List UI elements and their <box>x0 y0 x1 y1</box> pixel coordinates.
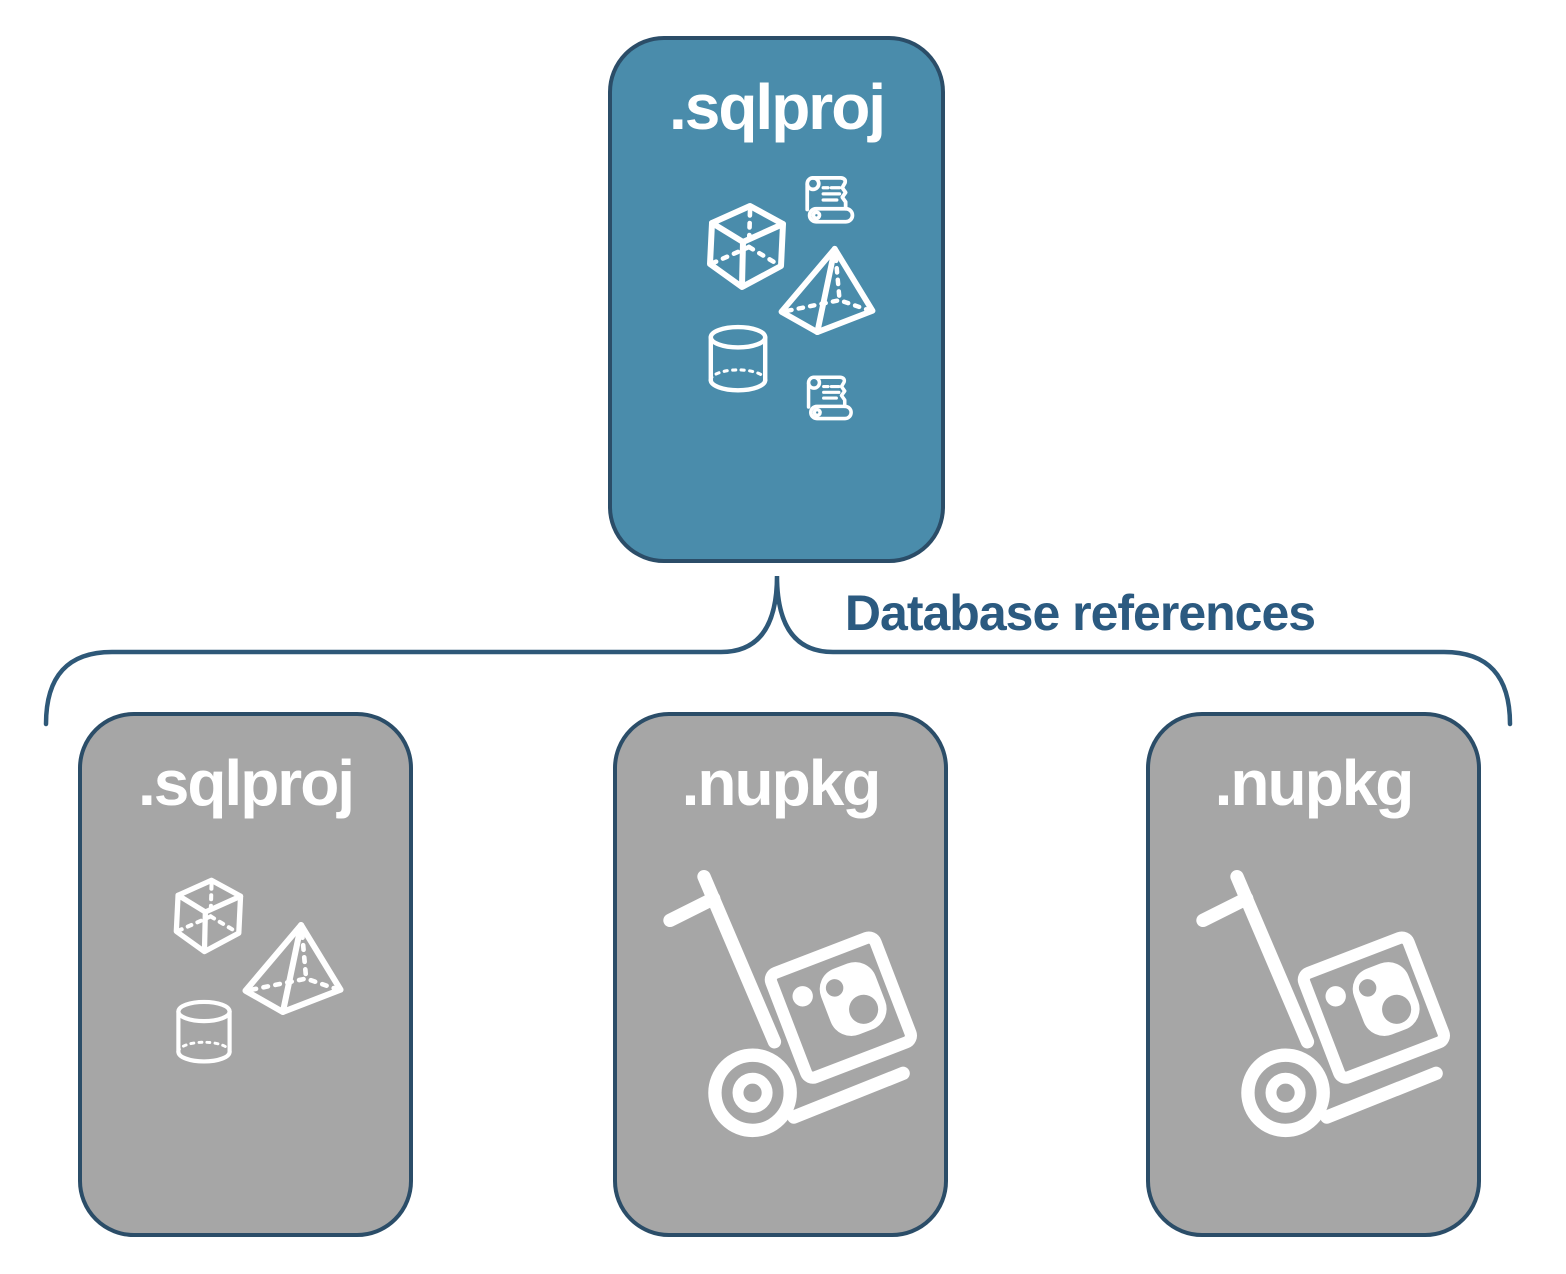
package-hand-truck-icon <box>1186 862 1458 1190</box>
database-cylinder-icon <box>704 318 772 400</box>
script-scroll-icon <box>798 368 862 432</box>
parent-card-sqlproj: .sqlproj <box>608 36 945 563</box>
child-card-title: .sqlproj <box>137 747 355 819</box>
cube-icon <box>164 868 252 956</box>
parent-card-title: .sqlproj <box>668 71 886 143</box>
child-card-nupkg: .nupkg <box>613 712 948 1237</box>
child-card-sqlproj: .sqlproj <box>78 712 413 1237</box>
script-scroll-icon <box>794 168 866 236</box>
child-card-title: .nupkg <box>1214 747 1415 819</box>
sql-objects-icon-cluster <box>612 40 941 559</box>
package-icon-cluster <box>617 716 944 1233</box>
database-cylinder-icon <box>172 990 236 1074</box>
sql-objects-icon-cluster <box>82 716 409 1233</box>
child-card-nupkg: .nupkg <box>1146 712 1481 1237</box>
connector-label: Database references <box>844 585 1316 641</box>
pyramid-icon <box>242 920 344 1016</box>
package-hand-truck-icon <box>653 862 925 1190</box>
child-card-title: .nupkg <box>681 747 882 819</box>
pyramid-icon <box>778 244 876 336</box>
package-icon-cluster <box>1150 716 1477 1233</box>
